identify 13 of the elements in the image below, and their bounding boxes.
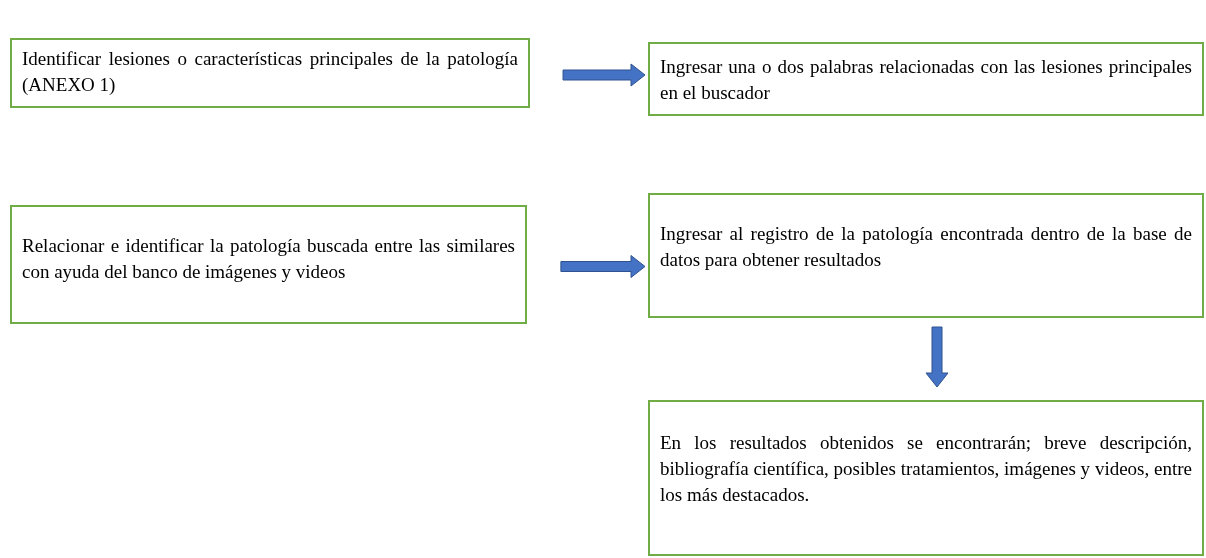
block-arrow	[562, 63, 646, 87]
step-text: Relacionar e identificar la patología buscada entre las similares con ayuda del banco de imágenes y videos	[22, 234, 515, 284]
process-box	[10, 205, 527, 324]
process-box	[648, 400, 1204, 556]
step-text: En los resultados obtenidos se encontrarán; breve descripción, bibliografía científica, posibles tratamientos, imágenes y videos, entre los más destacados.	[660, 431, 1192, 507]
step-text: Ingresar una o dos palabras relacionadas con las lesiones principales en el buscador	[660, 55, 1192, 105]
block-arrow	[560, 255, 646, 278]
process-box	[10, 38, 530, 108]
process-box	[648, 42, 1204, 116]
block-arrow	[925, 326, 949, 388]
step-text: Ingresar al registro de la patología encontrada dentro de la base de datos para obtener resultados	[660, 222, 1192, 272]
step-text: Identificar lesiones o características principales de la patología (ANEXO 1)	[22, 47, 518, 97]
process-box	[648, 193, 1204, 318]
